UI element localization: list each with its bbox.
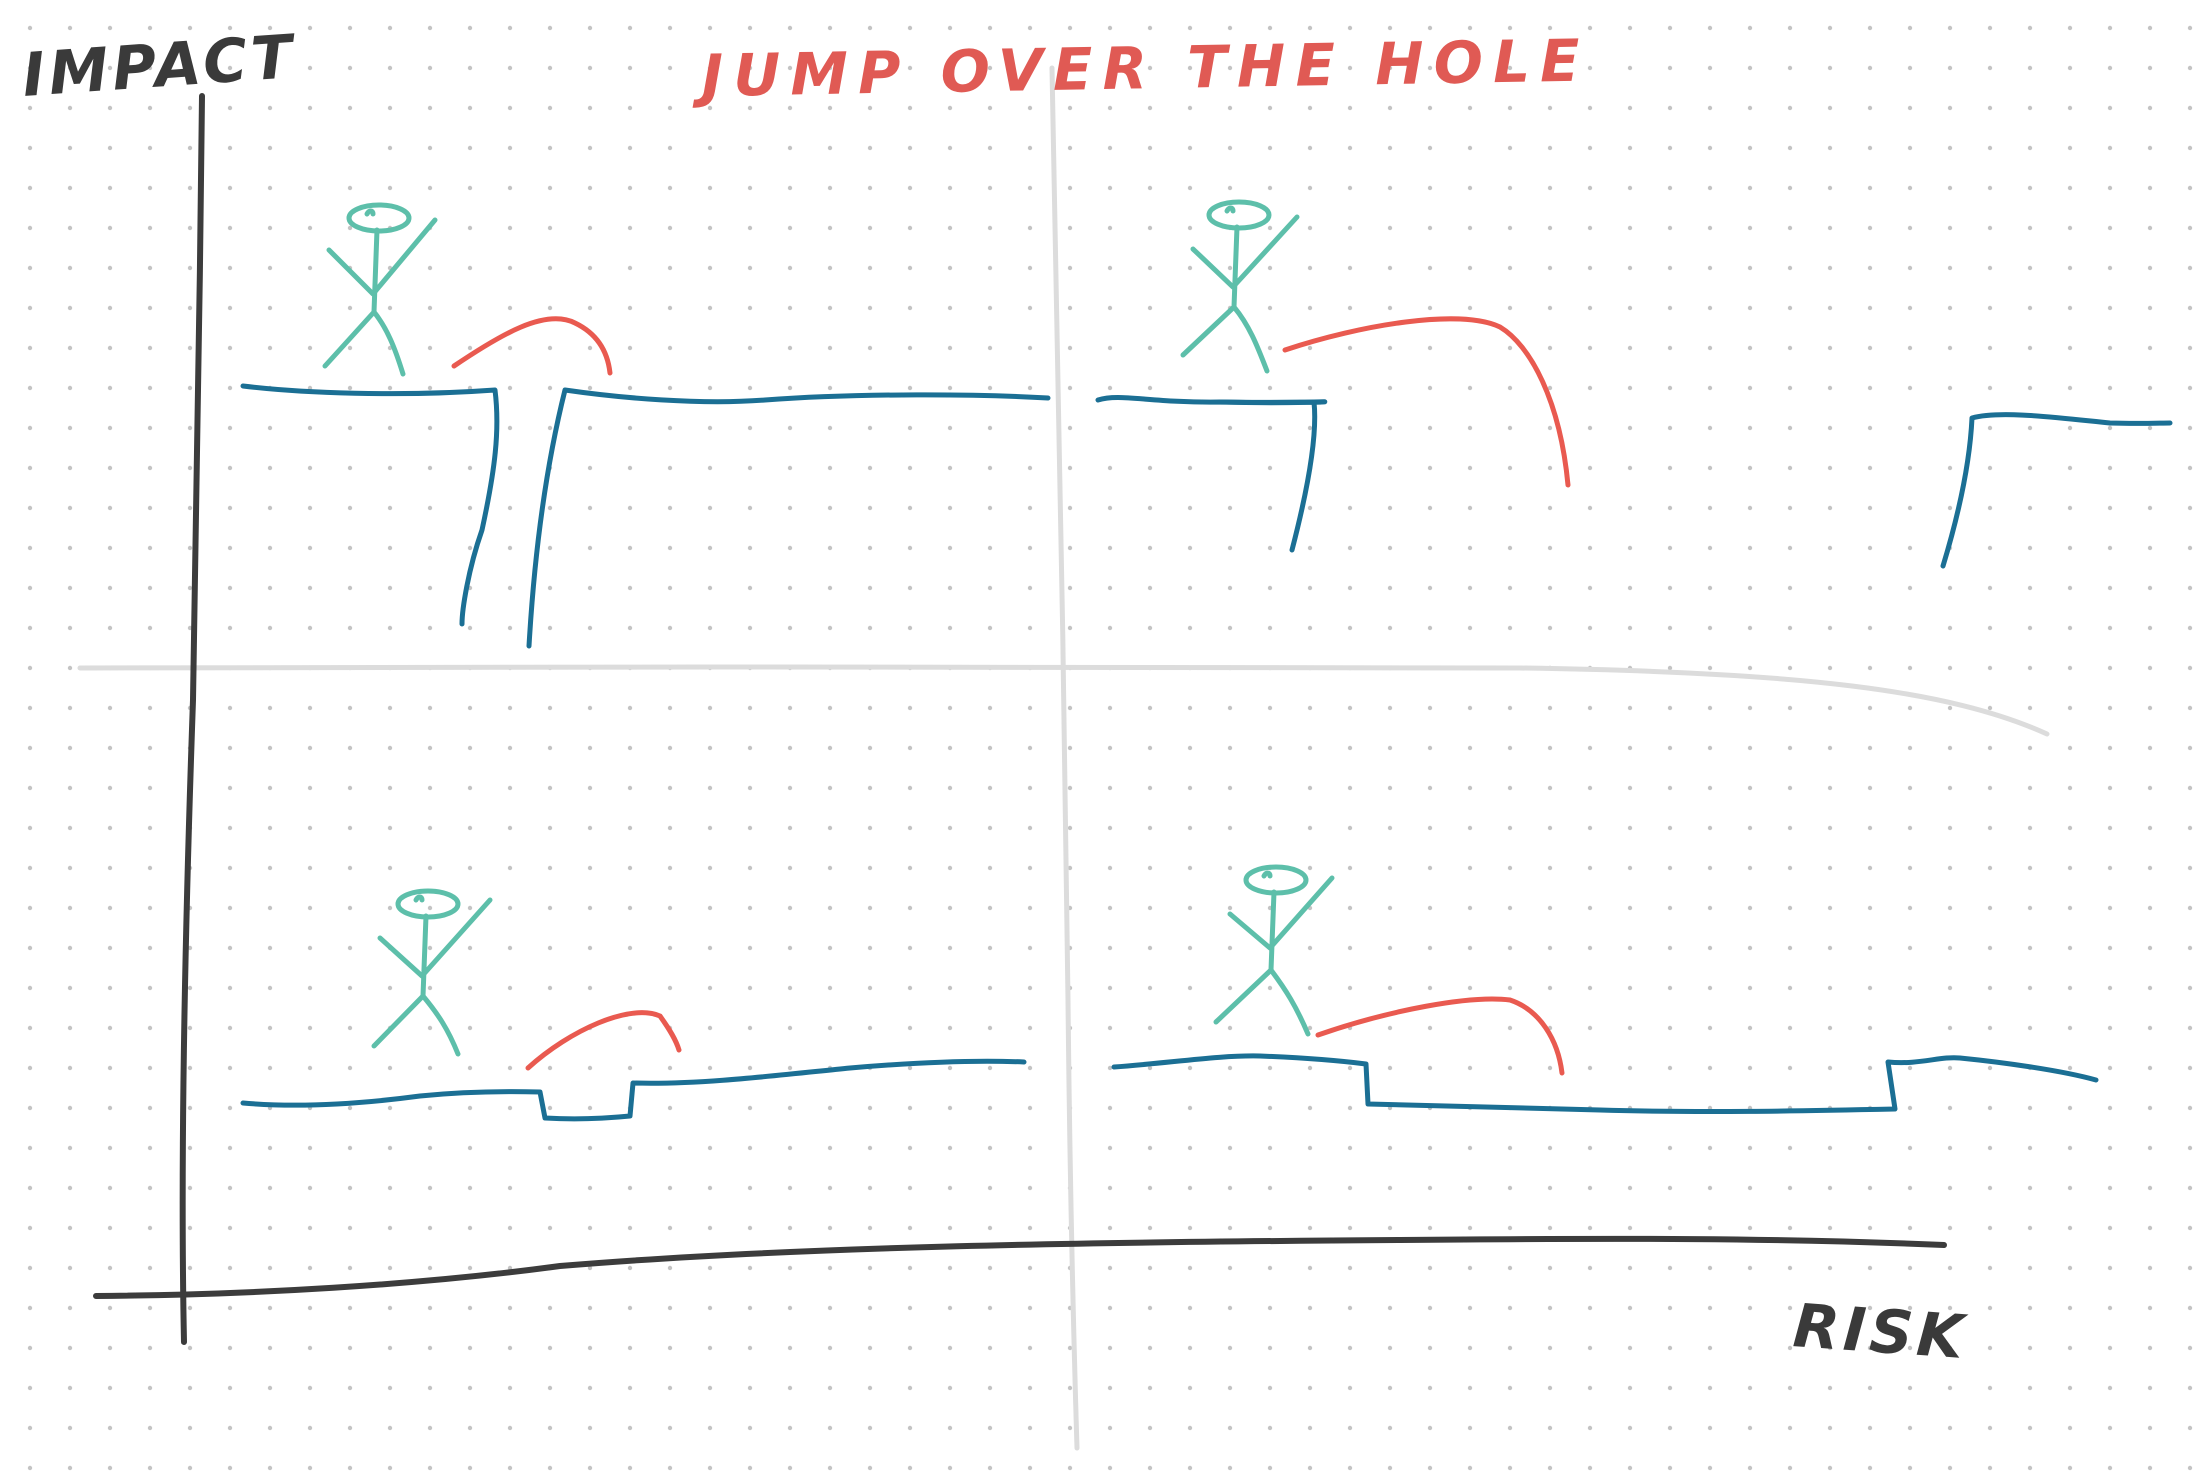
jump-arc	[1315, 996, 1565, 1076]
ground-right	[526, 387, 1051, 649]
quadrant-low-impact-high-risk	[1111, 864, 2099, 1115]
stick-figure-icon	[371, 888, 493, 1057]
jump-arc	[525, 1010, 682, 1071]
quadrant-low-impact-low-risk	[240, 888, 1027, 1122]
vertical-divider	[1049, 65, 1080, 1451]
ground-right	[1940, 412, 2173, 569]
x-axis-label: RISK	[1791, 1291, 1970, 1373]
diagram-title: JUMP OVER THE HOLE	[691, 27, 1590, 111]
quadrant-high-impact-high-risk	[1095, 199, 2173, 569]
ground-left	[240, 383, 500, 627]
jump-arc	[451, 316, 613, 376]
horizontal-divider	[77, 664, 2050, 737]
quadrant-high-impact-low-risk	[240, 202, 1051, 649]
stick-figure-icon	[1213, 864, 1335, 1037]
ground	[240, 1058, 1027, 1122]
stick-figure-icon	[1180, 199, 1300, 374]
ground	[1111, 1053, 2099, 1115]
stick-figure-icon	[322, 202, 438, 377]
jump-arc	[1282, 316, 1571, 488]
x-axis	[93, 1235, 1947, 1299]
y-axis	[179, 93, 205, 1345]
